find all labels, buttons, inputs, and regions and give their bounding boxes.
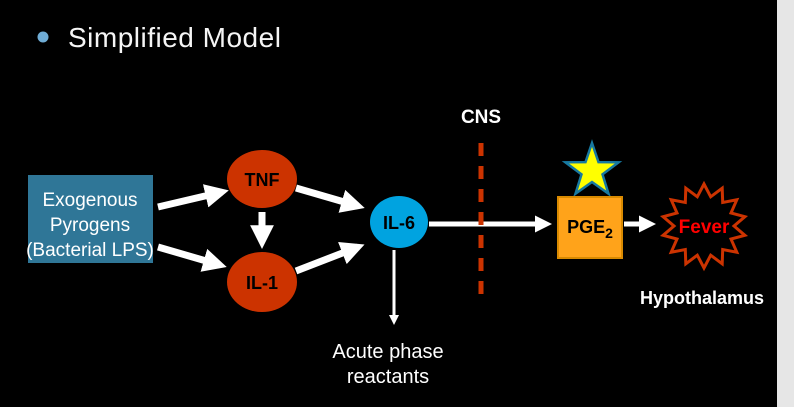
acute-phase-label-line1: Acute phase — [332, 341, 443, 363]
fever-label: Fever — [679, 217, 730, 238]
arrow-box-to-il1 — [157, 243, 227, 272]
exogenous-line-1: Exogenous — [42, 190, 137, 211]
pge2-label: PGE2 — [567, 217, 613, 241]
pge2-label-main: PGE — [567, 217, 605, 237]
fever-label-text: Fever — [679, 217, 730, 238]
bullet-icon — [37, 31, 49, 43]
il6-label: IL-6 — [383, 213, 415, 233]
il6-node — [370, 196, 428, 248]
il1-label: IL-1 — [246, 273, 278, 293]
hypothalamus-label: Hypothalamus — [640, 288, 764, 308]
slide-title: Simplified Model — [68, 22, 281, 53]
arrow-tnf-to-il6 — [295, 184, 365, 213]
il1-node — [227, 252, 297, 312]
star-icon — [561, 139, 623, 197]
fever-burst — [659, 180, 749, 272]
cns-label: CNS — [461, 107, 501, 128]
pge2-label-subscript: 2 — [605, 225, 613, 241]
slide-margin-strip — [777, 0, 794, 407]
pge2-box — [557, 196, 623, 259]
arrow-il1-to-il6 — [294, 241, 365, 275]
exogenous-line-2: Pyrogens — [50, 215, 130, 236]
arrow-box-to-tnf — [157, 184, 229, 211]
exogenous-line-3: (Bacterial LPS) — [26, 240, 154, 261]
tnf-node — [227, 150, 297, 208]
exogenous-pyrogens-box — [28, 175, 153, 263]
acute-phase-label-line2: reactants — [347, 366, 429, 388]
tnf-label: TNF — [245, 170, 280, 190]
